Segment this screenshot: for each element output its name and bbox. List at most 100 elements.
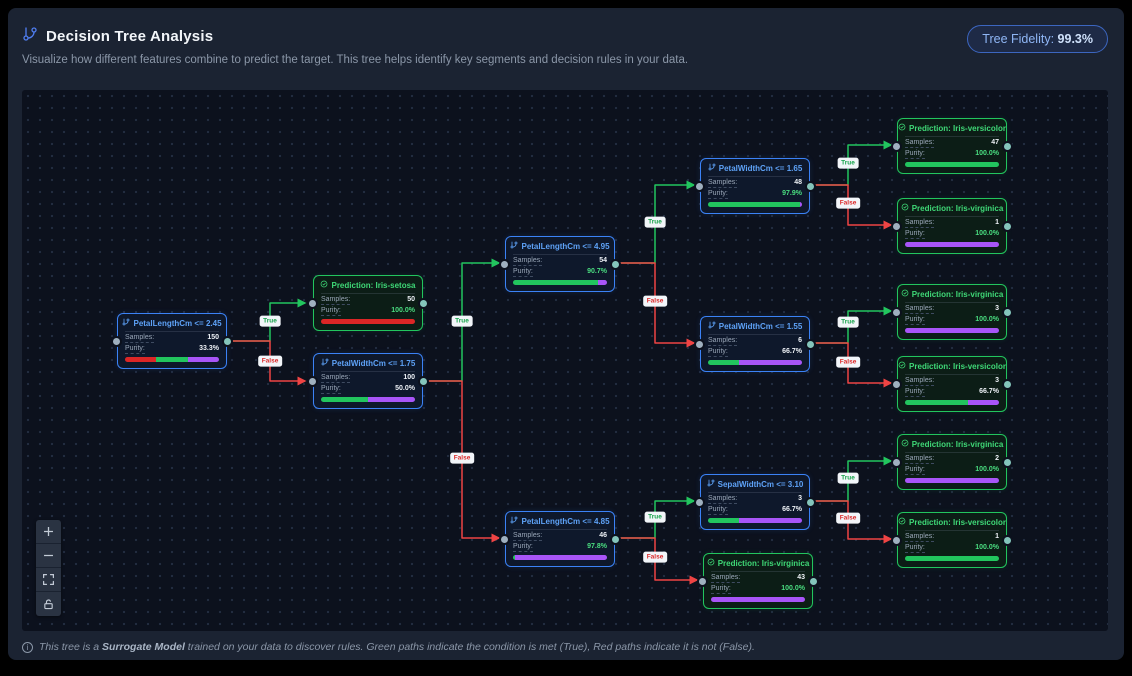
samples-row-value: 54 bbox=[599, 257, 607, 264]
purity-row: Purity: 97.9% bbox=[708, 190, 802, 199]
check-circle-icon bbox=[901, 439, 909, 449]
samples-row-label: Samples: bbox=[905, 139, 935, 148]
branch-icon bbox=[122, 318, 130, 328]
fit-view-icon bbox=[43, 574, 54, 585]
source-handle bbox=[805, 181, 816, 192]
purity-row: Purity:66.7% bbox=[708, 348, 802, 357]
samples-row-value: 3 bbox=[798, 495, 802, 502]
zoom-in-button[interactable] bbox=[36, 520, 61, 544]
samples-row-value: 3 bbox=[995, 305, 999, 312]
bar-segment-iris-versicolor bbox=[905, 400, 968, 405]
purity-row-value: 97.9% bbox=[782, 190, 802, 197]
purity-row-value: 100.0% bbox=[975, 466, 999, 473]
purity-row-value: 97.8% bbox=[587, 543, 607, 550]
target-handle bbox=[891, 379, 902, 390]
bar-segment-iris-virginica bbox=[711, 597, 805, 602]
bar-segment-iris-versicolor bbox=[905, 556, 999, 561]
samples-row-value: 100 bbox=[403, 374, 415, 381]
purity-row: Purity:100.0% bbox=[905, 230, 999, 239]
purity-row-value: 100.0% bbox=[391, 307, 415, 314]
minus-icon bbox=[44, 554, 53, 557]
purity-row-label: Purity: bbox=[125, 345, 145, 354]
git-branch-icon bbox=[22, 26, 38, 47]
purity-row: Purity:33.3% bbox=[125, 345, 219, 354]
fidelity-label: Tree Fidelity: bbox=[982, 32, 1055, 46]
bar-segment-iris-setosa bbox=[125, 357, 157, 362]
node-title: PetalLengthCm <= 2.45 bbox=[133, 318, 222, 328]
node-title: Prediction: Iris-virginica bbox=[911, 203, 1004, 213]
canvas-controls bbox=[36, 520, 61, 616]
branch-icon bbox=[707, 479, 715, 489]
panel-header: Decision Tree Analysis Visualize how dif… bbox=[22, 26, 688, 66]
fit-view-button[interactable] bbox=[36, 568, 61, 592]
samples-row: Samples:3 bbox=[708, 495, 802, 504]
purity-row-value: 66.7% bbox=[979, 388, 999, 395]
check-circle-icon bbox=[901, 203, 909, 213]
check-circle-icon bbox=[901, 289, 909, 299]
samples-row: Samples:150 bbox=[125, 334, 219, 343]
class-distribution-bar bbox=[125, 357, 219, 362]
class-distribution-bar bbox=[905, 400, 999, 405]
target-handle bbox=[891, 141, 902, 152]
edge-label-true: True bbox=[451, 315, 473, 327]
samples-row-label: Samples: bbox=[321, 296, 351, 305]
target-handle bbox=[307, 376, 318, 387]
bar-segment-iris-virginica bbox=[905, 478, 999, 483]
target-handle bbox=[307, 298, 318, 309]
purity-row-value: 50.0% bbox=[395, 385, 415, 392]
target-handle bbox=[499, 534, 510, 545]
bar-segment-iris-versicolor bbox=[708, 360, 740, 365]
branch-icon bbox=[708, 321, 716, 331]
bar-segment-iris-virginica bbox=[905, 242, 999, 247]
edge-label-false: False bbox=[836, 356, 860, 368]
purity-row-label: Purity: bbox=[905, 544, 925, 553]
samples-row: Samples:3 bbox=[905, 377, 999, 386]
bar-segment-iris-versicolor bbox=[321, 397, 368, 402]
branch-icon bbox=[708, 163, 716, 173]
purity-row: Purity:100.0% bbox=[905, 544, 999, 553]
source-handle bbox=[1002, 535, 1013, 546]
target-handle bbox=[694, 181, 705, 192]
purity-row-label: Purity: bbox=[905, 150, 925, 159]
edge-label-true: True bbox=[837, 472, 859, 484]
samples-row-label: Samples: bbox=[711, 574, 741, 583]
class-distribution-bar bbox=[905, 556, 999, 561]
source-handle bbox=[805, 339, 816, 350]
bar-segment-iris-versicolor bbox=[708, 202, 801, 207]
purity-row-label: Purity: bbox=[708, 190, 728, 199]
purity-row-label: Purity: bbox=[513, 543, 533, 552]
samples-row: Samples:6 bbox=[708, 337, 802, 346]
zoom-out-button[interactable] bbox=[36, 544, 61, 568]
samples-row-label: Samples: bbox=[708, 337, 738, 346]
samples-row-label: Samples: bbox=[513, 532, 543, 541]
class-distribution-bar bbox=[513, 280, 607, 285]
class-distribution-bar bbox=[708, 518, 802, 523]
node-title: PetalWidthCm <= 1.65 bbox=[718, 163, 803, 173]
samples-row-label: Samples: bbox=[125, 334, 155, 343]
branch-icon bbox=[510, 241, 518, 251]
target-handle bbox=[697, 576, 708, 587]
lock-button[interactable] bbox=[36, 592, 61, 616]
class-distribution-bar bbox=[711, 597, 805, 602]
edge-label-true: True bbox=[259, 315, 281, 327]
bar-segment-iris-versicolor bbox=[513, 280, 599, 285]
target-handle bbox=[499, 259, 510, 270]
purity-row: Purity: 97.8% bbox=[513, 543, 607, 552]
node-title: Prediction: Iris-virginica bbox=[717, 558, 810, 568]
